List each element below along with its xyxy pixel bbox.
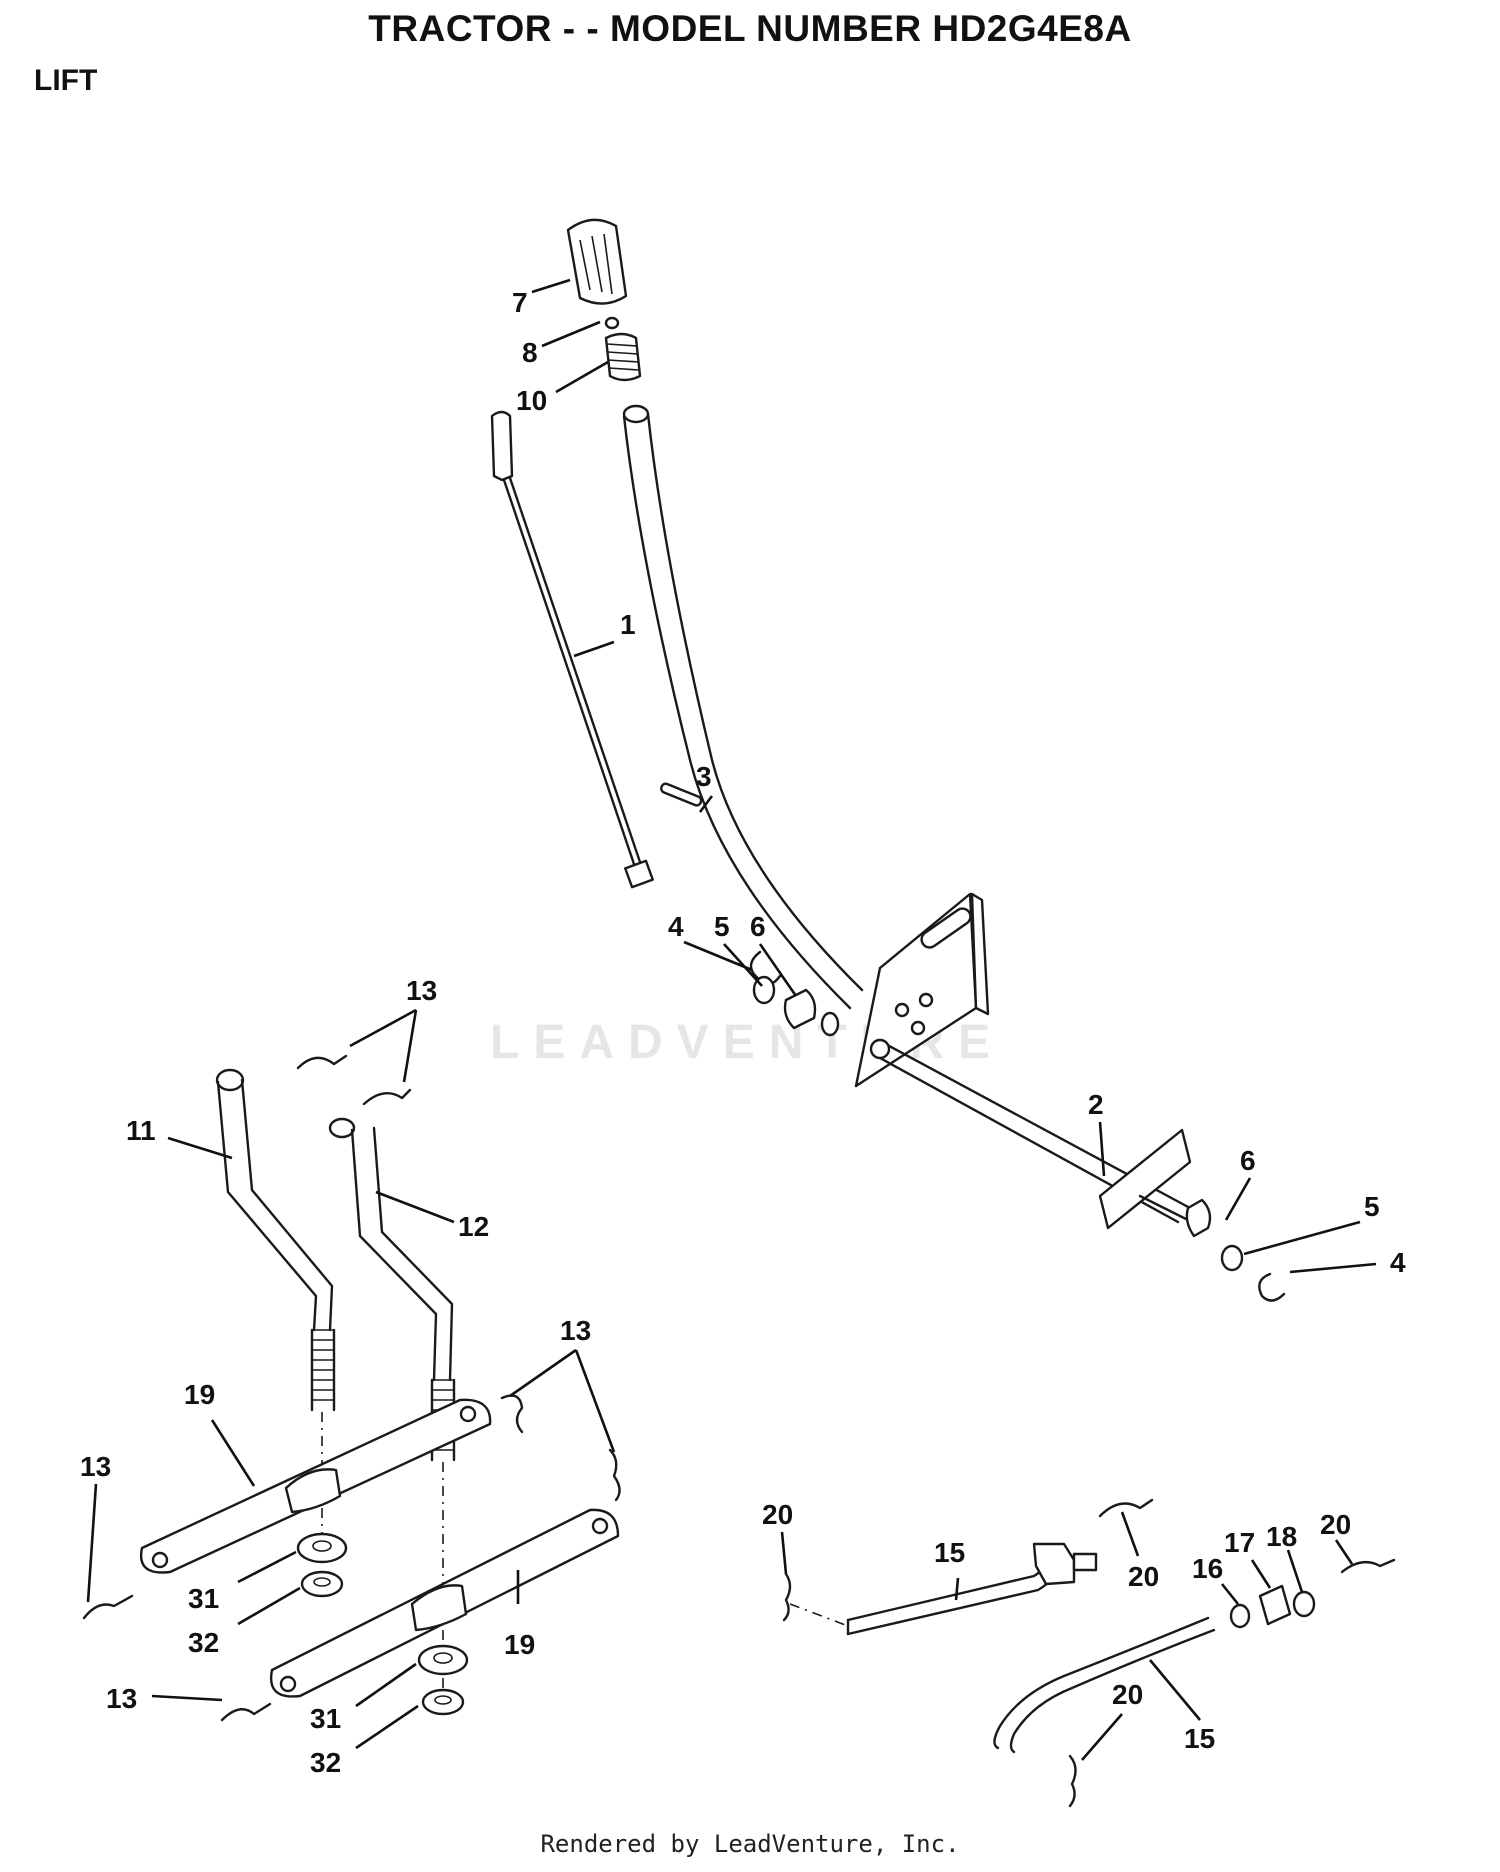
- pin: [660, 782, 703, 807]
- callout-15b: 15: [1184, 1723, 1215, 1754]
- callout-20c: 20: [1320, 1509, 1351, 1540]
- callout-16: 16: [1192, 1553, 1223, 1584]
- lift-handle: [622, 404, 864, 1010]
- page-title: TRACTOR - - MODEL NUMBER HD2G4E8A: [368, 8, 1132, 49]
- callout-20b: 20: [1128, 1561, 1159, 1592]
- callout-13c: 13: [80, 1451, 111, 1482]
- spring: [604, 332, 642, 382]
- nut-upper: [300, 1570, 344, 1598]
- callout-17: 17: [1224, 1527, 1255, 1558]
- callout-11: 11: [126, 1115, 156, 1146]
- callout-12: 12: [458, 1211, 489, 1242]
- callout-2: 2: [1088, 1089, 1104, 1120]
- lift-link-12: [328, 1117, 456, 1690]
- callout-32a: 32: [188, 1627, 219, 1658]
- callout-31b: 31: [310, 1703, 341, 1734]
- lift-plate: [854, 892, 990, 1088]
- callout-1: 1: [620, 609, 636, 640]
- callout-3: 3: [696, 761, 712, 792]
- nut-18: [1292, 1590, 1316, 1618]
- callout-20a: 20: [762, 1499, 793, 1530]
- footer-credit: Rendered by LeadVenture, Inc.: [540, 1830, 960, 1858]
- callout-15a: 15: [934, 1537, 965, 1568]
- callout-31a: 31: [188, 1583, 219, 1614]
- callout-6b: 6: [1240, 1145, 1256, 1176]
- clip-20a: [782, 1572, 792, 1622]
- callout-19b: 19: [504, 1629, 535, 1660]
- nut-lower: [421, 1688, 465, 1716]
- callout-13b: 13: [560, 1315, 591, 1346]
- cross-shaft: [869, 1038, 1202, 1230]
- callout-4b: 4: [1390, 1247, 1406, 1278]
- hairpin-clip-13e: [82, 1594, 134, 1620]
- clip-20b: [1098, 1498, 1154, 1518]
- washer-16: [1229, 1603, 1251, 1629]
- callout-7: 7: [512, 287, 528, 318]
- hairpin-clip-13f: [220, 1702, 272, 1722]
- ferrule: [604, 316, 620, 330]
- handle-grip: [566, 218, 628, 305]
- lift-arm-lower: [269, 1508, 620, 1698]
- adjust-link-upper: [789, 1542, 1098, 1636]
- hairpin-clip-13b: [362, 1088, 412, 1106]
- callout-10: 10: [516, 385, 547, 416]
- clip-20d: [1068, 1754, 1077, 1808]
- callout-13a: 13: [406, 975, 437, 1006]
- bushing-inner: [820, 1011, 840, 1037]
- hairpin-clip-13d: [608, 1448, 621, 1502]
- lift-rod: [490, 410, 654, 889]
- callout-32b: 32: [310, 1747, 341, 1778]
- washer-right: [1220, 1244, 1244, 1272]
- bushing-right: [1185, 1198, 1212, 1238]
- rubber-washer-upper: [296, 1532, 348, 1564]
- callout-8: 8: [522, 337, 538, 368]
- callout-6a: 6: [750, 911, 766, 942]
- adjust-link-lower: [993, 1616, 1216, 1754]
- callout-13d: 13: [106, 1683, 137, 1714]
- hairpin-clip-13c: [500, 1394, 524, 1434]
- callouts: 7 8 10 1 3 4 5 6 2 6 5 4 13 11 12 13 19 …: [80, 287, 1406, 1778]
- callout-19a: 19: [184, 1379, 215, 1410]
- callout-20d: 20: [1112, 1679, 1143, 1710]
- callout-18: 18: [1266, 1521, 1297, 1552]
- leader-lines: [86, 278, 1377, 1761]
- bushing: [783, 988, 817, 1030]
- block-17: [1258, 1584, 1292, 1626]
- rubber-washer-lower: [417, 1644, 469, 1676]
- callout-4a: 4: [668, 911, 684, 942]
- callout-5a: 5: [714, 911, 730, 942]
- clip-right: [1258, 1272, 1286, 1302]
- clip-20c: [1340, 1558, 1396, 1574]
- section-label: LIFT: [34, 64, 98, 97]
- lift-arm-upper: [139, 1398, 492, 1574]
- hairpin-clip-13a: [296, 1054, 348, 1070]
- callout-5b: 5: [1364, 1191, 1380, 1222]
